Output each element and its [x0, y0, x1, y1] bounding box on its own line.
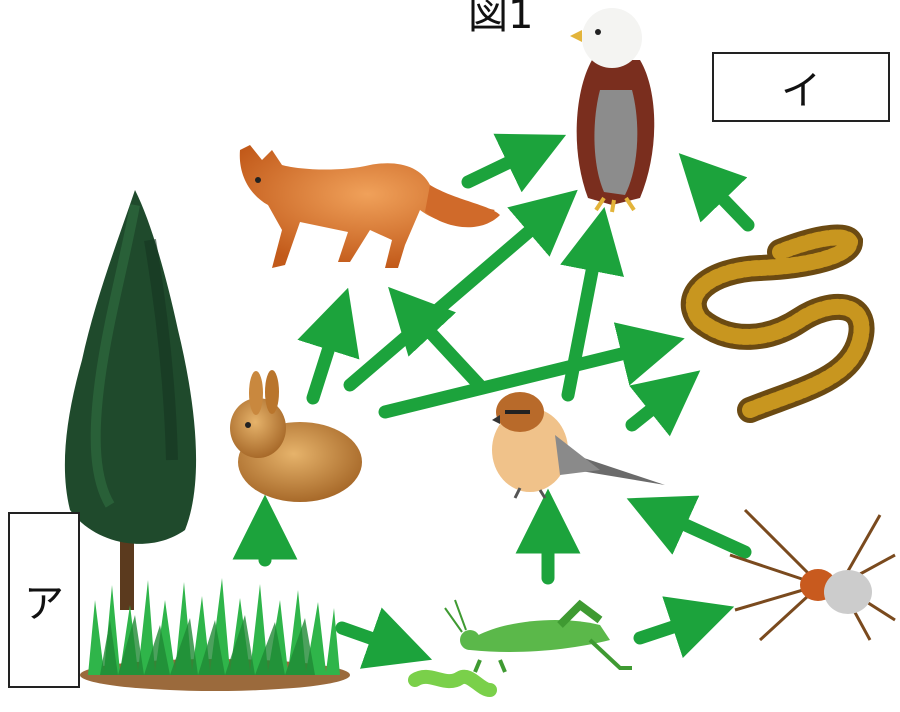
eagle [570, 8, 654, 212]
arrow-shrike-to-fox [404, 304, 482, 388]
shrike [492, 392, 665, 498]
arrow-shrike-to-snake [632, 385, 682, 425]
figure-title: 図1 [468, 0, 533, 40]
rabbit [230, 370, 362, 502]
label-a-text: ア [24, 571, 64, 629]
snake [694, 237, 862, 410]
arrow-snake-to-eagle [695, 170, 748, 225]
fox [240, 145, 500, 268]
arrow-spider-to-shrike [648, 508, 745, 552]
tree [65, 190, 196, 610]
caterpillar [409, 674, 490, 690]
arrow-rabbit-to-fox [313, 310, 341, 398]
label-box-a: ア [8, 512, 80, 688]
label-box-i: イ [712, 52, 890, 122]
arrow-grasshopper-to-spider [640, 614, 712, 638]
label-i-text: イ [781, 58, 821, 116]
grasshopper [445, 600, 632, 672]
arrow-grass-to-grasshopper [342, 628, 410, 652]
spider [730, 510, 895, 640]
arrow-fox-to-eagle [468, 145, 545, 182]
arrow-shrike-to-eagle [568, 230, 600, 395]
